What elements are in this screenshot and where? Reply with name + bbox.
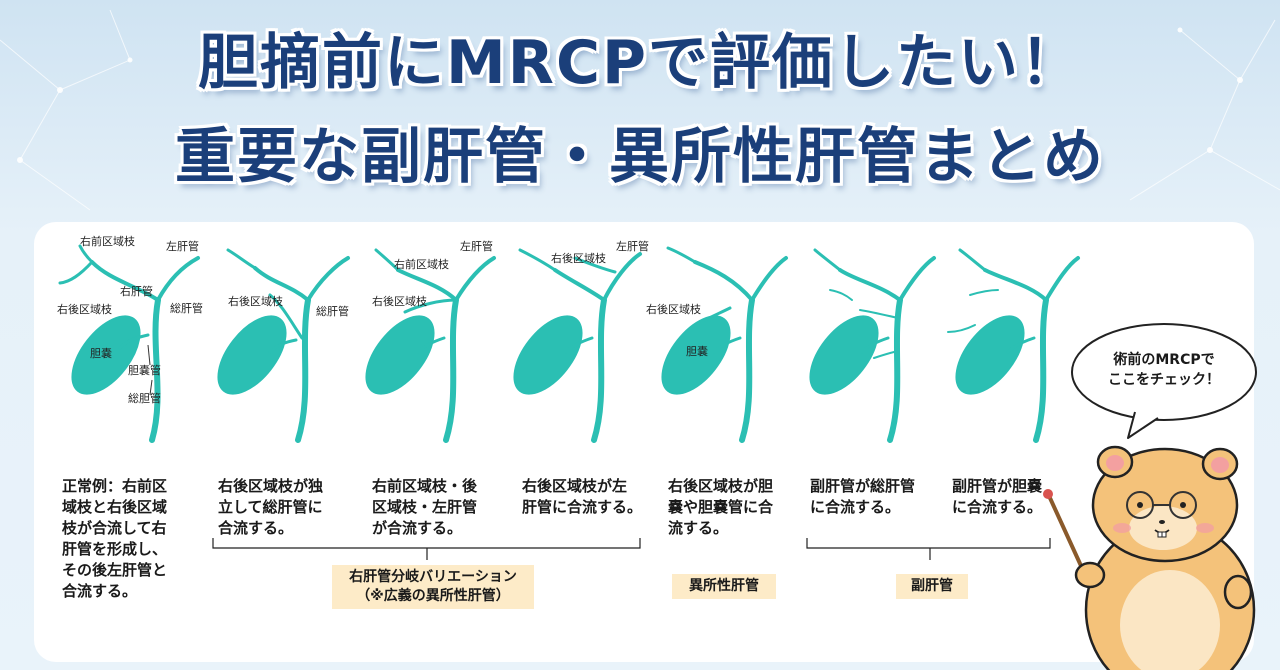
description-accessory-2: 副肝管が胆嚢 に合流する。 xyxy=(952,477,1043,516)
label-right-hepatic: 右肝管 xyxy=(120,284,153,298)
diagram-ectopic xyxy=(648,246,788,443)
title-line-1: 胆摘前にMRCPで評価したい！ xyxy=(198,28,1082,98)
label-right-posterior-5: 右後区域枝 xyxy=(646,302,701,316)
description-normal: 正常例：右前区 域枝と右後区域 枝が合流して右 肝管を形成し、 その後左肝管と … xyxy=(62,477,168,600)
label-common-bile: 総胆管 xyxy=(128,391,161,405)
label-gallbladder-5: 胆嚢 xyxy=(686,344,708,358)
label-cystic-duct: 胆嚢管 xyxy=(128,363,161,377)
title-line-2: 重要な副肝管・異所性肝管まとめ xyxy=(175,122,1105,192)
label-right-anterior: 右前区域枝 xyxy=(80,234,135,248)
speech-bubble xyxy=(1071,323,1257,439)
diagram-accessory-1 xyxy=(796,248,936,443)
diagram-normal xyxy=(58,244,200,443)
label-left-hepatic-3: 左肝管 xyxy=(460,239,493,253)
diagram-variation-1 xyxy=(204,248,350,443)
hamster-mascot xyxy=(1043,445,1256,670)
tag-ectopic: 異所性肝管 xyxy=(672,574,776,599)
label-left-hepatic-4: 左肝管 xyxy=(616,239,649,253)
speech-text: 術前のMRCPで ここをチェック！ xyxy=(1108,352,1220,388)
description-ectopic: 右後区域枝が胆 嚢や胆嚢管に合 流する。 xyxy=(668,477,774,537)
description-variation-1: 右後区域枝が独 立して総肝管に 合流する。 xyxy=(218,477,324,537)
label-right-anterior-3: 右前区域枝 xyxy=(394,257,449,271)
description-variation-3: 右後区域枝が左 肝管に合流する。 xyxy=(522,477,643,516)
label-common-hepatic-2: 総肝管 xyxy=(316,304,349,318)
diagram-accessory-2 xyxy=(942,248,1080,443)
label-right-posterior-2: 右後区域枝 xyxy=(228,294,283,308)
label-right-posterior: 右後区域枝 xyxy=(57,302,112,316)
description-accessory-1: 副肝管が総肝管 に合流する。 xyxy=(810,477,916,516)
label-gallbladder: 胆嚢 xyxy=(90,346,112,360)
label-common-hepatic: 総肝管 xyxy=(170,301,203,315)
label-right-posterior-3: 右後区域枝 xyxy=(372,294,427,308)
label-right-posterior-4: 右後区域枝 xyxy=(551,251,606,265)
tag-variation: 右肝管分岐バリエーション （※広義の異所性肝管） xyxy=(332,565,534,609)
bracket-accessory xyxy=(806,538,1051,560)
description-variation-2: 右前区域枝・後 区域枝・左肝管 が合流する。 xyxy=(372,477,478,537)
label-left-hepatic: 左肝管 xyxy=(166,239,199,253)
bracket-variation xyxy=(212,538,641,560)
diagram-variation-2 xyxy=(352,248,496,443)
diagram-variation-3 xyxy=(500,248,642,443)
tag-accessory: 副肝管 xyxy=(896,574,968,599)
